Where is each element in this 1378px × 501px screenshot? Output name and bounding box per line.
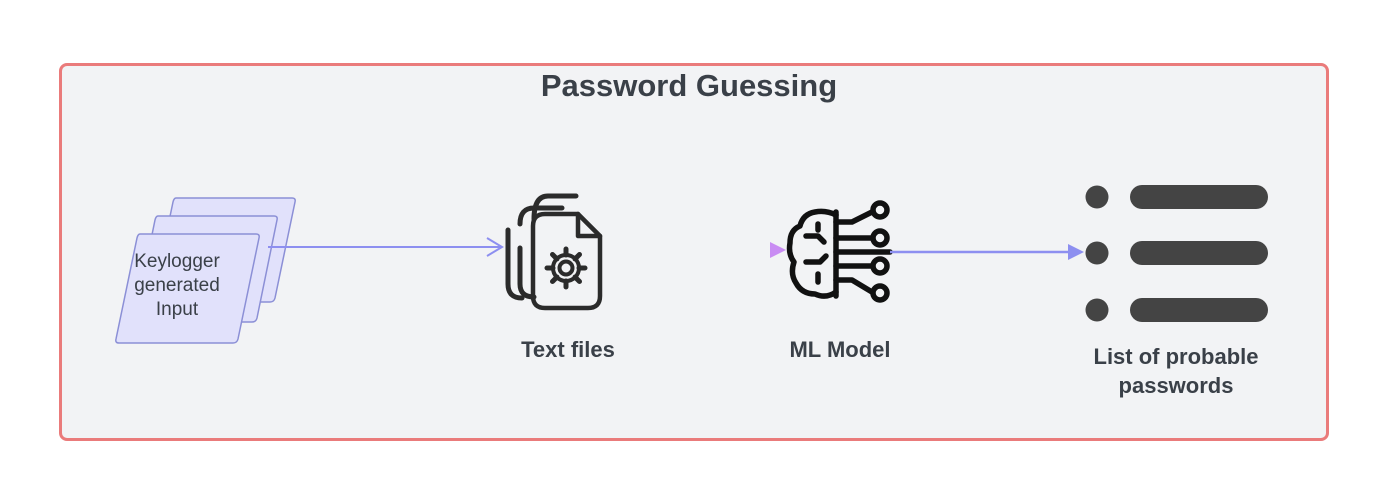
output-label-line: passwords: [1118, 373, 1234, 398]
document-gear-icon: [505, 193, 603, 311]
output-label-line: List of probable: [1093, 344, 1259, 369]
input-page-front: [115, 233, 260, 344]
text-files-label: Text files: [521, 337, 615, 362]
input-text-line: generated: [134, 275, 220, 296]
keylogger-input-stack: [115, 197, 296, 344]
input-text-line: Keylogger: [134, 251, 220, 272]
arrow-input-to-textfiles: [268, 237, 504, 257]
arrow-mlmodel-to-list: [890, 244, 1084, 260]
input-text-line: Input: [155, 299, 199, 320]
output-label: List of probable passwords: [1056, 342, 1296, 400]
brain-circuit-icon: [786, 200, 893, 303]
diagram-title: Password Guessing: [540, 68, 838, 103]
bulleted-list-icon: [1085, 185, 1268, 322]
input-node-text: Keylogger generated Input: [118, 250, 236, 322]
arrow-textfiles-to-mlmodel: [603, 242, 786, 258]
ml-model-label: ML Model: [789, 337, 891, 362]
